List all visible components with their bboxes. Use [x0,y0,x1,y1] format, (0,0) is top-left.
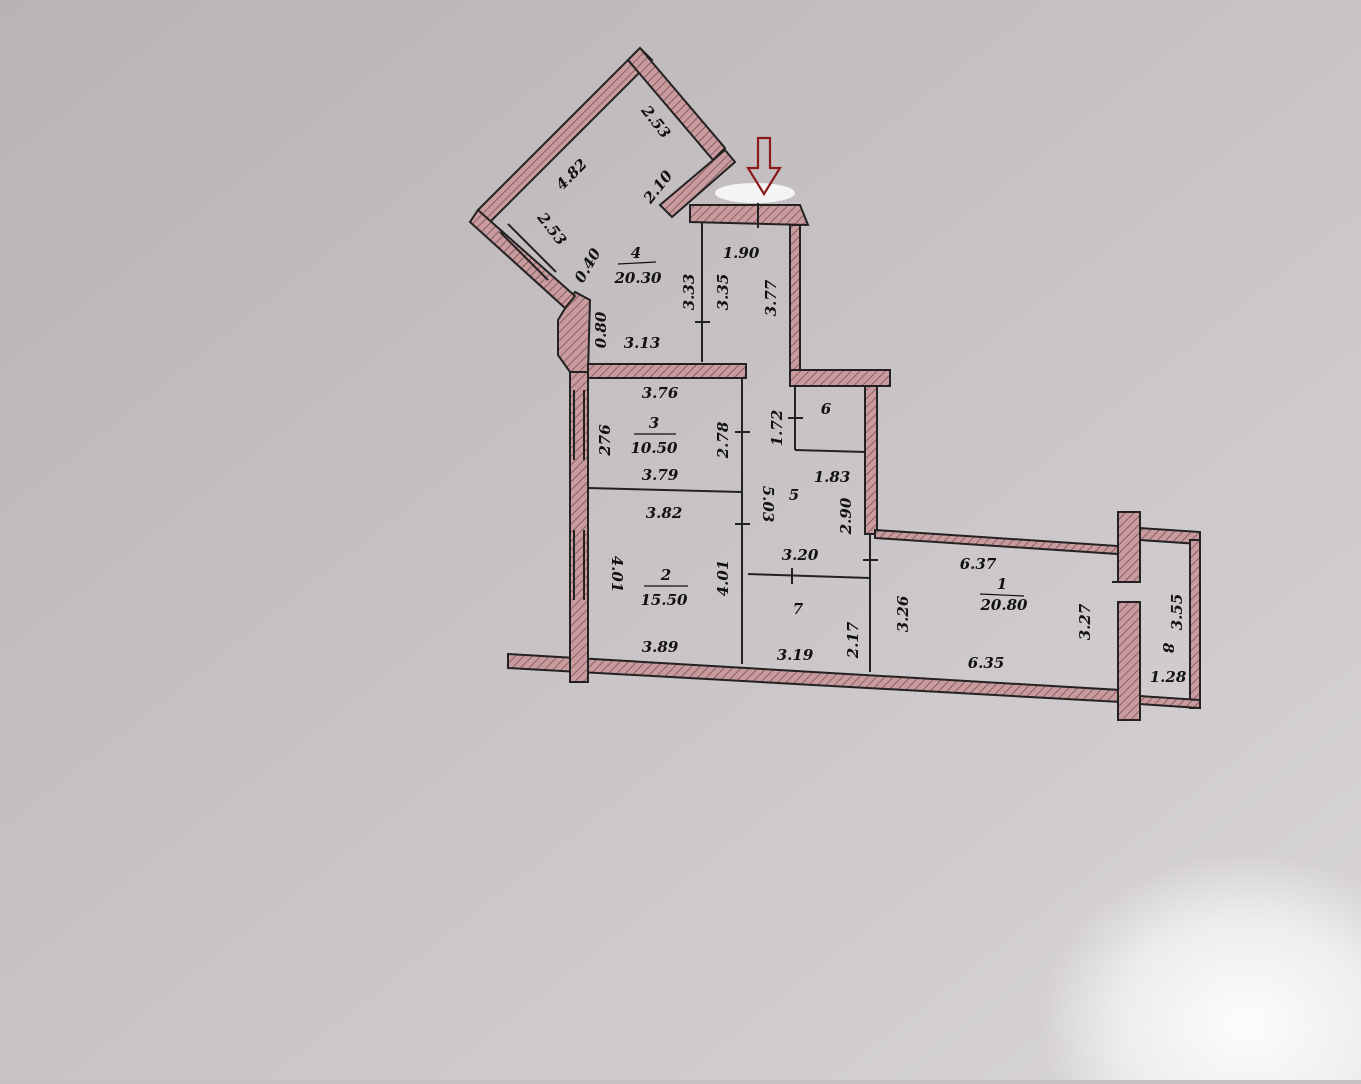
dim-label: 3.55 [1168,594,1186,631]
dim-label: 2.78 [714,421,732,459]
partition-room3-room2 [587,487,743,493]
wall-right-pier-bottom [1117,601,1141,721]
dim-label: 3.79 [642,466,679,484]
dim-label: 6.37 [960,555,997,573]
partitions [499,200,1140,672]
dim-label: 3.35 [714,274,732,311]
window-room4 [499,231,549,281]
wall-top-room3 [587,363,747,379]
dim-label: 4.01 [608,556,626,593]
room-1-area: 20.80 [980,596,1029,614]
white-patch [715,183,795,203]
room-2-area: 15.50 [641,591,689,609]
dimension-labels: 2.53 4.82 2.10 2.53 0.40 0.80 3.13 1.90 … [533,101,1187,686]
room-7-number: 7 [793,600,804,618]
room-3-area: 10.50 [631,439,679,457]
wall-balcony-left [468,208,577,310]
wall-corridor-right [789,224,801,371]
dim-label: 1.83 [814,468,851,486]
walls [468,46,1201,721]
dim-label: 2.90 [837,497,855,535]
wall-entrance [689,204,810,227]
wall-balcony-inner [658,148,737,219]
wall-balcony8-right [1189,539,1201,709]
dim-label: 3.33 [680,274,698,311]
dim-label: 0.80 [592,311,610,348]
dim-label: 3.76 [642,384,679,402]
dim-label: 3.82 [646,504,683,522]
window-room4-inner [507,223,557,273]
room-5-number: 5 [789,486,799,504]
dim-label: 6.35 [968,654,1005,672]
dim-label: 1.72 [768,410,786,447]
dim-label: 3.77 [762,279,780,316]
wall-balcony8-bottom [1139,694,1201,710]
dim-label: 276 [596,424,614,457]
room-1-number: 1 [997,575,1007,593]
dim-label: 3.20 [782,546,819,564]
dim-label: 3.89 [642,638,679,656]
dim-label: 4.01 [714,560,732,597]
dim-label: 2.17 [844,621,862,659]
room-1-rule [979,593,1025,597]
dim-label: 1.28 [1150,668,1187,686]
room-6-number: 6 [821,400,832,418]
dim-label: 3.13 [624,334,661,352]
room-2-number: 2 [660,566,671,584]
wall-right-pier-top [1117,511,1141,583]
dim-label: 3.27 [1076,603,1094,640]
dim-label: 3.26 [894,595,912,632]
room-4-area: 20.30 [614,269,663,287]
wall-top-room6 [789,369,891,387]
room-labels: 4 20.30 3 10.50 2 15.50 5 6 7 1 20.80 8 [614,244,1177,654]
room-8-number: 8 [1159,643,1177,654]
dim-label: 5.03 [759,486,777,523]
partition-room7-top [747,573,871,579]
light-glare [900,700,1361,1080]
wall-left-lower [569,369,589,683]
dim-label: 3.19 [777,646,814,664]
room-3-number: 3 [649,414,659,432]
entrance-arrow-icon [746,136,782,197]
wall-room6-right [864,385,878,535]
room-4-rule [617,261,657,265]
partition-room6-bottom [794,449,867,453]
room-4-number: 4 [631,244,641,262]
dim-label: 1.90 [723,244,760,262]
